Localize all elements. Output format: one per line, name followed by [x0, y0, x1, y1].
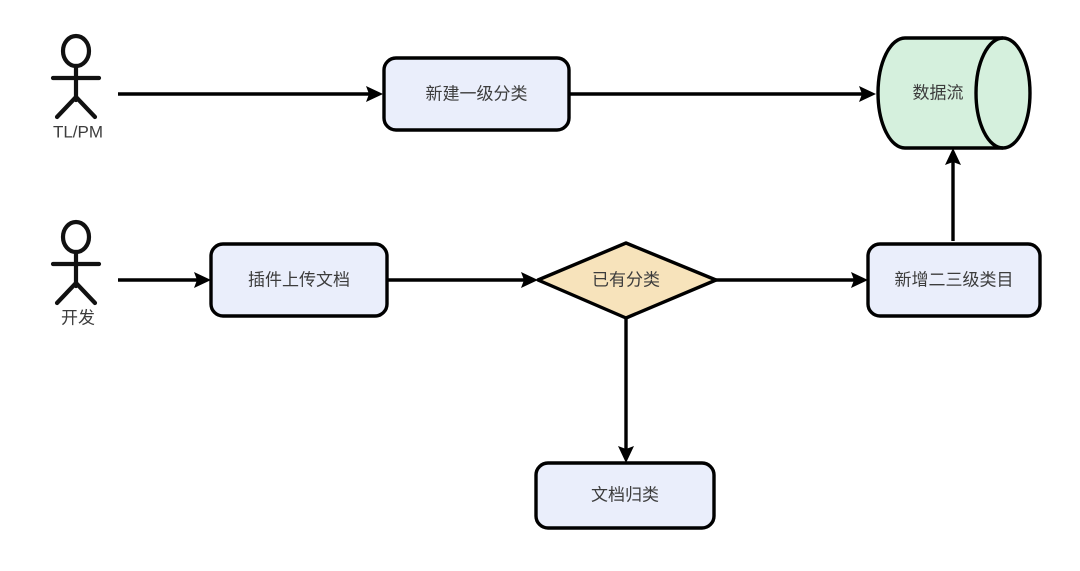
- node-plugin-upload-shape[interactable]: [209, 242, 389, 318]
- node-doc-classify-shape[interactable]: [534, 461, 716, 530]
- node-has-category-label: 已有分类: [592, 270, 660, 289]
- stick-figure-icon: [50, 33, 102, 120]
- node-new-top-category[interactable]: 新建一级分类: [382, 56, 571, 132]
- edge-plugin-upload-to-has-category: [387, 272, 538, 288]
- edge-add-sub-category-to-data-stream: [945, 148, 961, 241]
- node-add-sub-category-shape[interactable]: [866, 242, 1042, 318]
- node-new-top-category-shape[interactable]: [382, 56, 571, 132]
- node-plugin-upload[interactable]: 插件上传文档: [209, 242, 389, 318]
- node-data-stream[interactable]: 数据流: [876, 36, 1032, 150]
- stick-figure-icon: [50, 219, 102, 306]
- node-new-top-category-label: 新建一级分类: [426, 84, 528, 103]
- node-doc-classify-label: 文档归类: [591, 485, 659, 504]
- node-plugin-upload-label: 插件上传文档: [248, 270, 350, 289]
- node-add-sub-category[interactable]: 新增二三级类目: [866, 242, 1042, 318]
- node-data-stream-label: 数据流: [913, 83, 964, 102]
- edge-has-category-to-add-sub-category: [716, 272, 868, 288]
- actor-tl-pm-label: TL/PM: [53, 122, 103, 141]
- actor-dev-label: 开发: [61, 308, 95, 327]
- edge-actor-tlpm-to-new-top-category: [118, 86, 383, 102]
- actor-tl-pm: TL/PM: [50, 33, 103, 141]
- node-add-sub-category-label: 新增二三级类目: [895, 270, 1014, 289]
- node-data-stream-cap: [974, 36, 1004, 150]
- edge-new-top-category-to-data-stream: [569, 86, 876, 102]
- edge-actor-dev-to-plugin-upload: [118, 272, 211, 288]
- node-doc-classify[interactable]: 文档归类: [534, 461, 716, 530]
- node-has-category[interactable]: 已有分类: [536, 241, 718, 320]
- node-has-category-shape[interactable]: [536, 241, 718, 320]
- actor-dev: 开发: [50, 219, 102, 327]
- edge-has-category-to-doc-classify: [618, 318, 634, 463]
